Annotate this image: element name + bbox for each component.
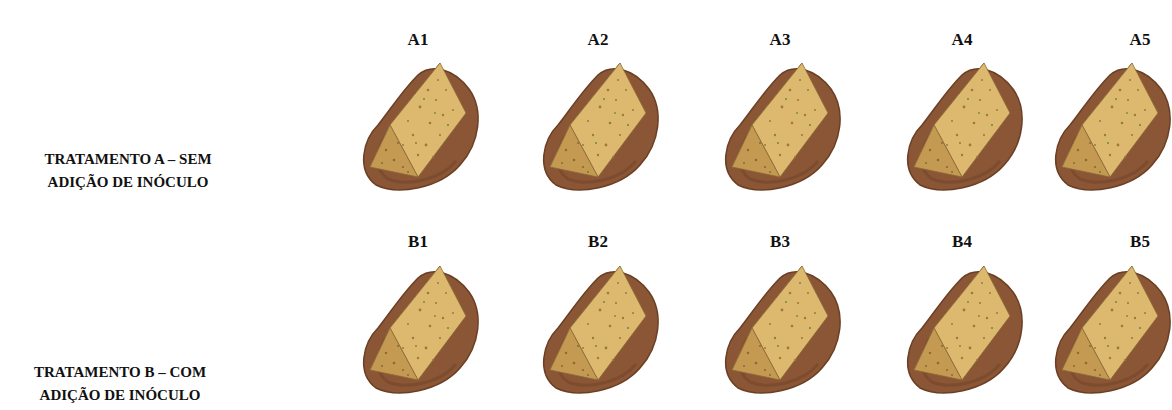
- treatment-label: TRATAMENTO A – SEM ADIÇÃO DE INÓCULO: [21, 148, 236, 194]
- pile-label: A5: [1130, 30, 1151, 50]
- pile-label: B3: [770, 232, 790, 252]
- pile-label: A2: [588, 30, 609, 50]
- pile-label: B2: [588, 232, 608, 252]
- pile-label: A4: [952, 30, 973, 50]
- pile-label: A1: [408, 30, 429, 50]
- treatment-label: TRATAMENTO B – COM ADIÇÃO DE INÓCULO: [13, 361, 228, 407]
- pile-label: B4: [952, 232, 972, 252]
- pile-label: B5: [1130, 232, 1150, 252]
- pile-label: A3: [770, 30, 791, 50]
- pile-label: B1: [408, 232, 428, 252]
